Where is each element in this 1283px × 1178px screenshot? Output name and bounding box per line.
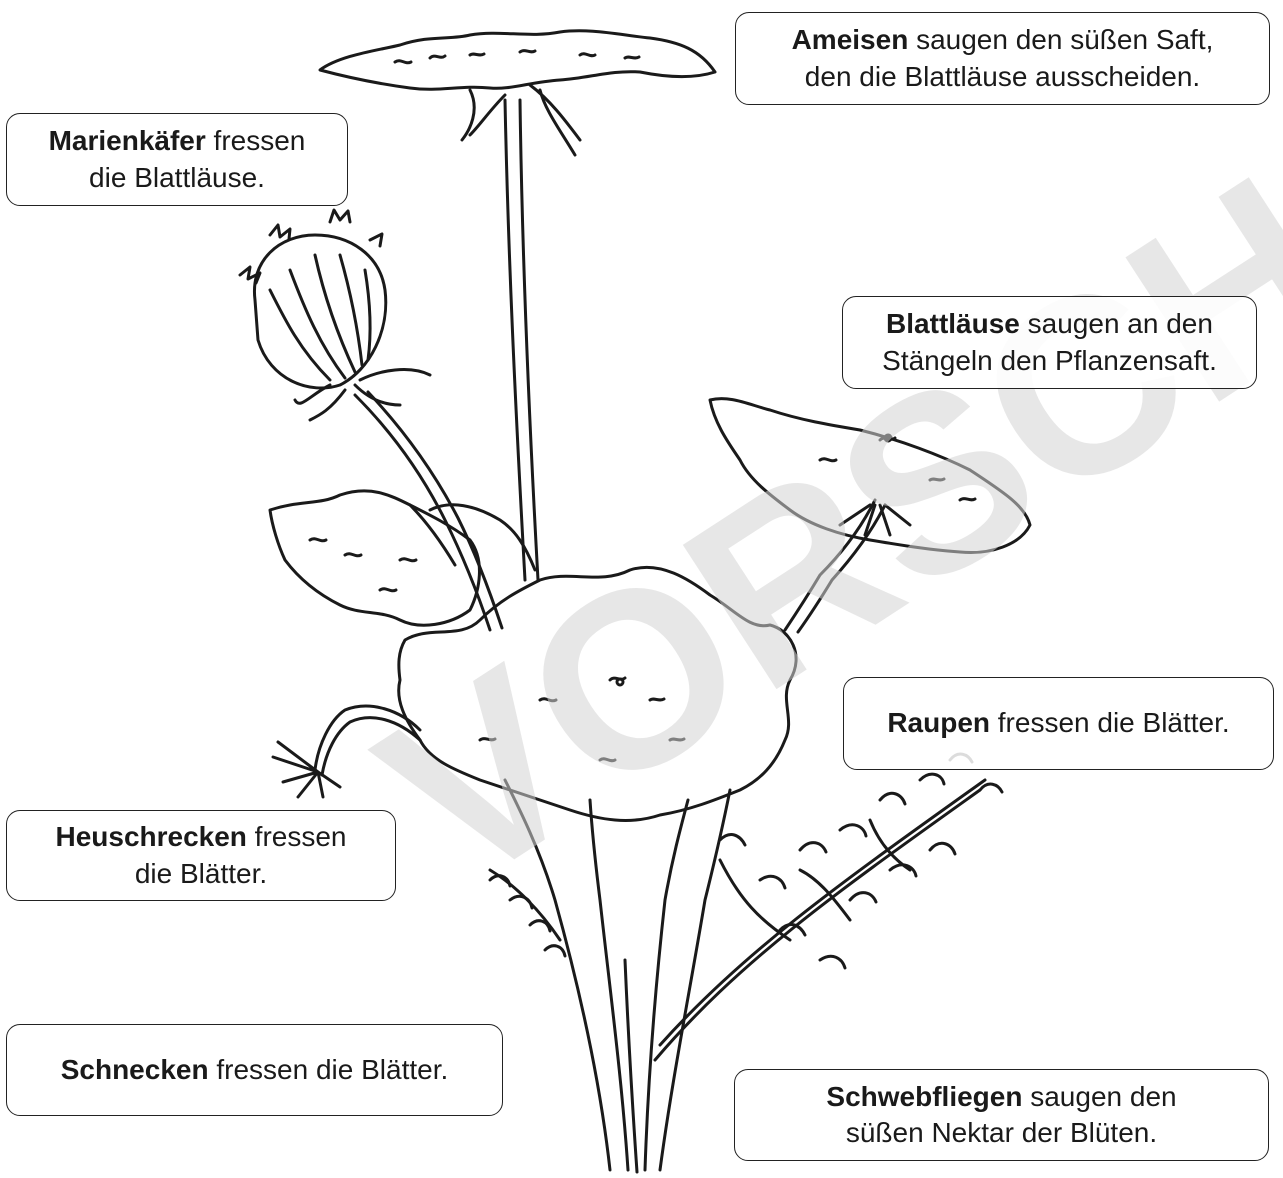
label-schwebfliegen-bold: Schwebfliegen: [826, 1081, 1022, 1112]
label-marienkaefer-bold: Marienkäfer: [49, 125, 206, 156]
label-marienkaefer-text: fressen: [206, 125, 306, 156]
label-schwebfliegen-text: saugen den: [1022, 1081, 1176, 1112]
label-raupen-text: fressen die Blätter.: [990, 707, 1230, 738]
label-marienkaefer-line2: die Blattläuse.: [89, 160, 265, 196]
label-heuschrecken-line2: die Blätter.: [135, 856, 267, 892]
label-ameisen-bold: Ameisen: [792, 24, 909, 55]
label-ameisen-line2: den die Blattläuse ausscheiden.: [805, 59, 1200, 95]
drooping-side-umbel: [273, 706, 420, 797]
left-leaf: [490, 876, 565, 956]
label-heuschrecken-bold: Heuschrecken: [55, 821, 246, 852]
top-umbel: [320, 31, 715, 155]
label-heuschrecken-text: fressen: [247, 821, 347, 852]
label-ameisen: Ameisen saugen den süßen Saft, den die B…: [735, 12, 1270, 105]
central-umbel: [399, 567, 796, 820]
feathery-leaves: [720, 754, 1002, 968]
label-blattlaeuse: Blattläuse saugen an den Stängeln den Pf…: [842, 296, 1257, 389]
label-marienkaefer-line1: Marienkäfer fressen: [49, 123, 306, 159]
label-schwebfliegen-line1: Schwebfliegen saugen den: [826, 1079, 1176, 1115]
top-umbel-stalk: [505, 100, 538, 580]
label-ameisen-line1: Ameisen saugen den süßen Saft,: [792, 22, 1214, 58]
label-ameisen-text: saugen den süßen Saft,: [908, 24, 1213, 55]
label-raupen-bold: Raupen: [887, 707, 990, 738]
label-schnecken-text: fressen die Blätter.: [209, 1054, 449, 1085]
label-raupen-line1: Raupen fressen die Blätter.: [887, 705, 1229, 741]
label-heuschrecken-line1: Heuschrecken fressen: [55, 819, 346, 855]
label-heuschrecken: Heuschrecken fressen die Blätter.: [6, 810, 396, 901]
label-schwebfliegen-line2: süßen Nektar der Blüten.: [846, 1115, 1157, 1151]
closed-flower-bud: [240, 210, 502, 630]
label-schnecken-bold: Schnecken: [61, 1054, 209, 1085]
label-blattlaeuse-line1: Blattläuse saugen an den: [886, 306, 1213, 342]
label-blattlaeuse-bold: Blattläuse: [886, 308, 1020, 339]
label-blattlaeuse-line2: Stängeln den Pflanzensaft.: [882, 343, 1217, 379]
right-umbel: [710, 399, 1030, 632]
label-schwebfliegen: Schwebfliegen saugen den süßen Nektar de…: [734, 1069, 1269, 1161]
label-raupen: Raupen fressen die Blätter.: [843, 677, 1274, 770]
label-marienkaefer: Marienkäfer fressen die Blattläuse.: [6, 113, 348, 206]
label-schnecken: Schnecken fressen die Blätter.: [6, 1024, 503, 1116]
label-schnecken-line1: Schnecken fressen die Blätter.: [61, 1052, 449, 1088]
label-blattlaeuse-text: saugen an den: [1020, 308, 1213, 339]
